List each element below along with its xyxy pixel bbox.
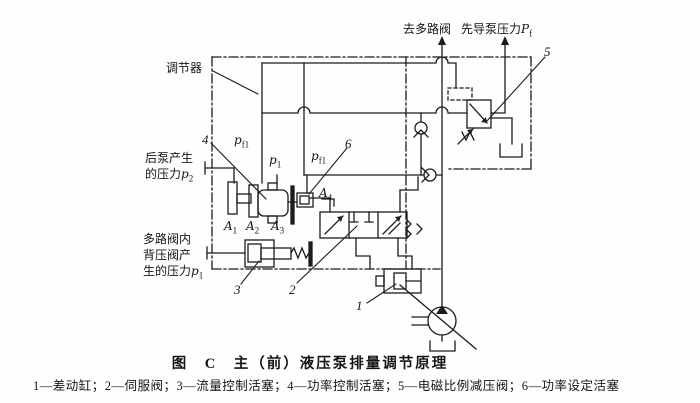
to-multiway-valve-label: 去多路阀 [403, 22, 452, 36]
callout-leaders [210, 56, 546, 304]
backpressure-label: 多路阀内 背压阀产 生的压力p1 [143, 232, 204, 281]
check-valve-upper [413, 112, 429, 176]
differential-cylinder [375, 268, 422, 294]
power-control-piston [227, 181, 298, 225]
proportional-reducing-valve [447, 87, 523, 158]
callout-6: 6 [345, 136, 352, 151]
regulator-boundary [211, 56, 532, 270]
variable-pump [399, 284, 477, 352]
input-port-lines [204, 161, 246, 260]
figure-caption: 图 C 主（前）液压泵排量调节原理 [171, 356, 449, 372]
figure-legend: 1—差动缸；2—伺服阀；3—流量控制活塞；4—功率控制活塞；5—电磁比例减压阀；… [33, 379, 620, 393]
pump-outlet-line [438, 36, 446, 308]
area-a2: A2 [246, 219, 260, 236]
area-a3: A3 [271, 219, 285, 236]
callout-2: 2 [289, 282, 296, 297]
callout-5: 5 [544, 44, 551, 59]
port-pf1-right: pf1 [311, 149, 327, 166]
port-p1: p1 [269, 153, 282, 170]
port-pf1-left: pf1 [234, 133, 250, 150]
check-valve-lower [421, 167, 437, 183]
area-a4: A4 [319, 186, 333, 203]
flow-control-piston [244, 239, 313, 268]
area-a1: A1 [224, 219, 238, 236]
pilot-feed-lines [261, 56, 468, 194]
pilot-pressure-line [490, 36, 509, 114]
pilot-pump-pressure-label: 先导泵压力Pf [461, 22, 533, 39]
callout-4: 4 [202, 132, 209, 147]
rear-pump-pressure-label: 后泵产生 的压力p2 [145, 151, 194, 184]
regulator-label: 调节器 [166, 61, 203, 75]
callout-1: 1 [356, 298, 363, 313]
power-setting-piston [296, 192, 335, 208]
callout-3: 3 [234, 282, 241, 297]
